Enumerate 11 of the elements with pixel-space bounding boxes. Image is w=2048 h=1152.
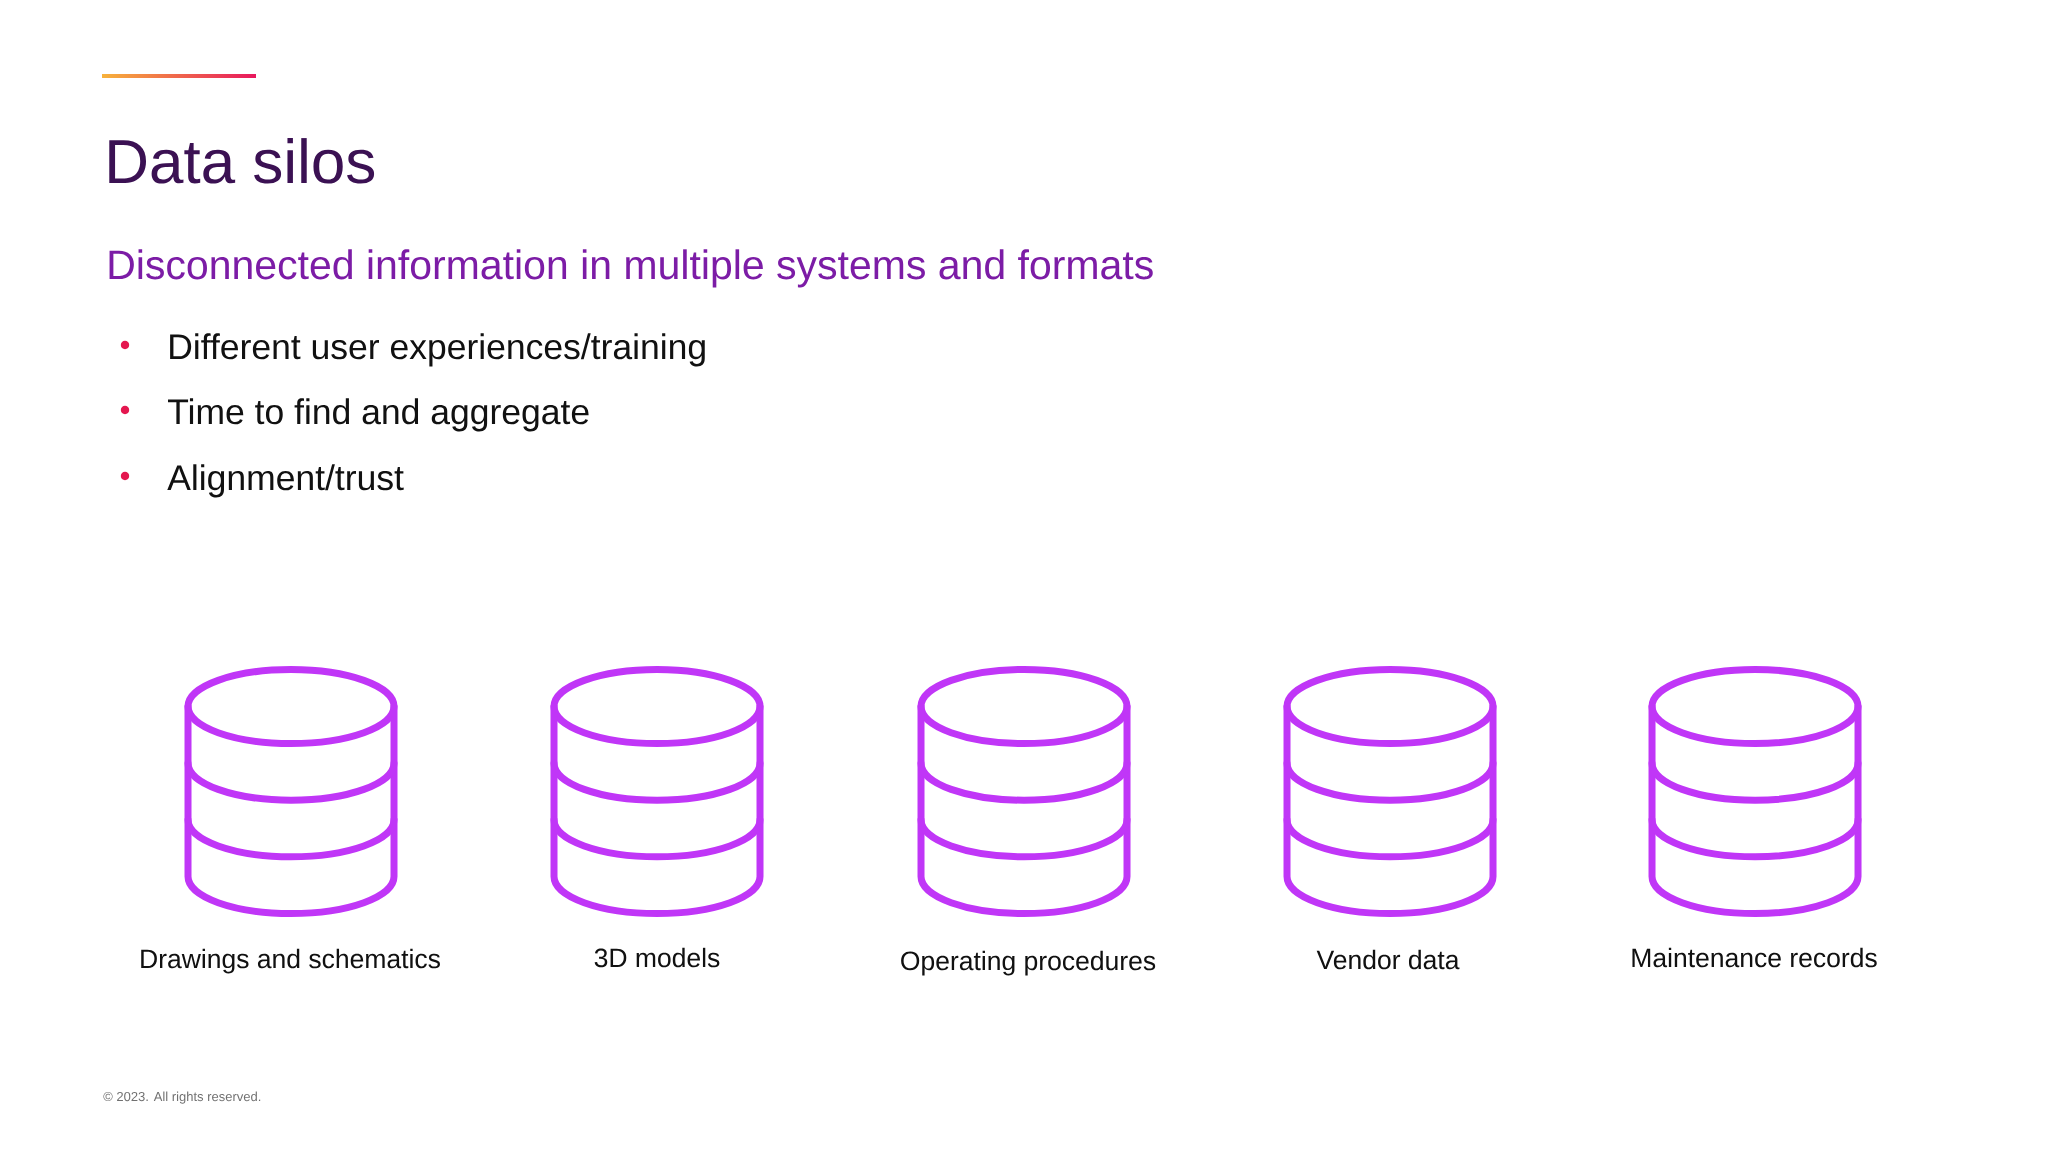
subtitle: Disconnected information in multiple systems and formats <box>109 249 1153 288</box>
list-item: Different user experiences/training <box>170 333 705 367</box>
icon-caption: Vendor data <box>1316 949 1460 970</box>
icon-caption: Drawings and schematics <box>141 948 440 974</box>
list-item: Alignment/trust <box>167 464 404 498</box>
icon-caption: Operating procedures <box>901 950 1156 976</box>
slide-title: Data silos <box>109 138 375 184</box>
icon-caption: Maintenance records <box>1632 947 1877 968</box>
icon-caption: 3D models <box>594 947 720 968</box>
list-item: Time to find and aggregate <box>168 398 589 432</box>
copyright-note: © 2023. All rights reserved. <box>103 1091 261 1104</box>
